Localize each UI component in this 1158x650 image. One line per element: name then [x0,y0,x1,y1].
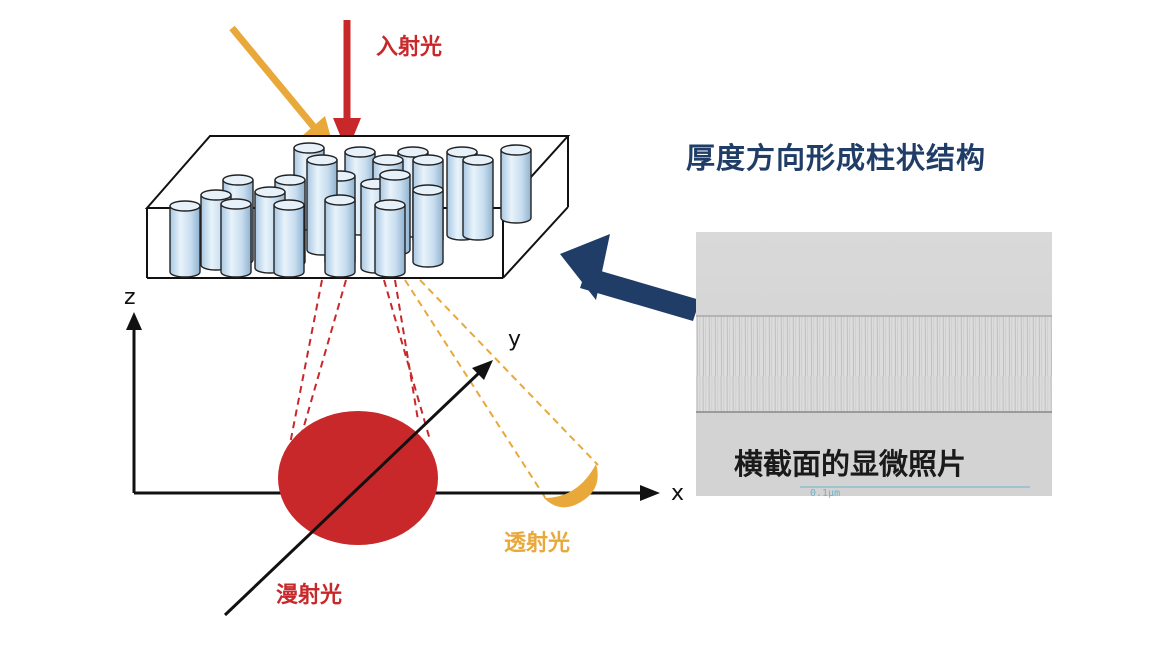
cross-section-photo: 0.1μm 横截面的显微照片 [696,232,1052,499]
cylinder-icon [462,154,494,241]
transmitted-light-label: 透射光 [504,530,570,556]
cylinder-icon [412,184,444,268]
transmitted-projection-lines [404,279,599,503]
structure-title: 厚度方向形成柱状结构 [686,141,986,175]
incident-light-label: 入射光 [376,34,442,60]
diffuse-light-spot [278,411,438,545]
z-axis-label: z [124,285,136,310]
transmitted-light-spot [544,464,598,508]
cylinder-icon [169,200,201,278]
scale-bar-label: 0.1μm [810,488,840,499]
cylinder-group [169,142,532,278]
y-axis [223,360,493,617]
cylinder-icon [273,199,305,278]
y-axis-label: y [508,327,521,352]
x-axis-label: x [671,481,684,506]
cylinder-icon [324,194,356,278]
cylinder-icon [220,198,252,278]
photo-caption: 横截面的显微照片 [734,447,966,481]
z-axis [126,312,142,493]
navy-arrow-icon [560,234,700,321]
incident-red-arrow [333,20,361,152]
cylinder-icon [500,144,532,224]
cylinder-icon [374,199,406,278]
diffuse-light-label: 漫射光 [276,582,342,608]
